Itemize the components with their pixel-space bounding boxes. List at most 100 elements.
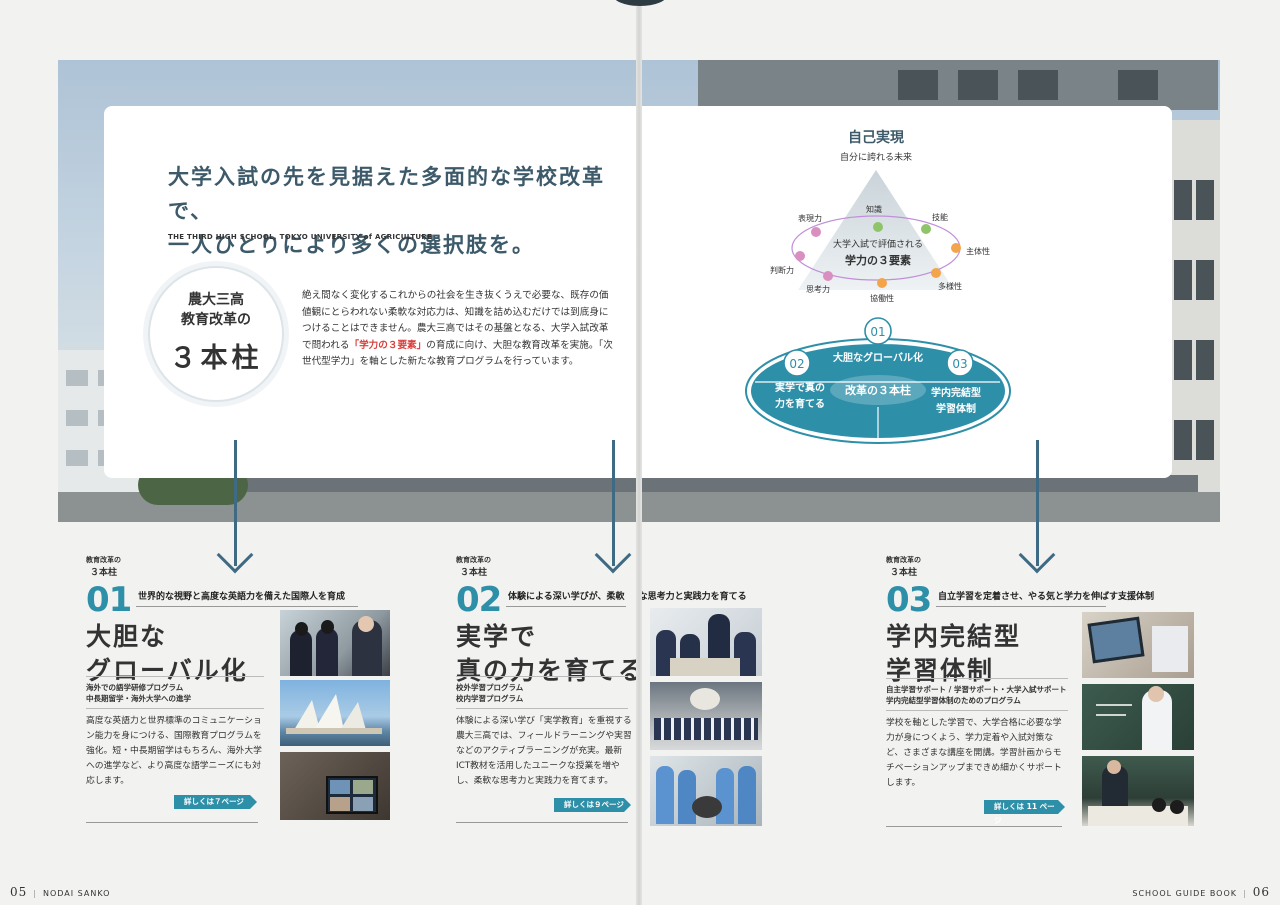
divider	[936, 606, 1106, 607]
divider	[456, 822, 628, 823]
intro-highlight: 「学力の３要素」	[349, 339, 427, 351]
school-name-tag: THE THIRD HIGH SCHOOL, TOKYO UNIVERSITY …	[168, 233, 433, 241]
element-node-dot	[931, 268, 941, 278]
details-link[interactable]: 詳しくは７ページ	[174, 795, 257, 809]
element-node-dot	[873, 222, 883, 232]
pillar-tag: 教育改革の	[886, 556, 921, 564]
program-item: 海外での語学研修プログラム	[86, 683, 184, 692]
intro-part-2: の育成に向け、大胆な教育改革を実施。「次世代型学力」を軸とした新たな教育プログラ…	[302, 339, 613, 368]
binding-ring	[612, 0, 668, 6]
element-node-label: 主体性	[966, 246, 990, 256]
pillar-title-line-2: 学習体制	[886, 656, 995, 685]
details-link[interactable]: 詳しくは９ページ	[554, 798, 631, 812]
oval-top-label: 大胆なグローバル化	[833, 351, 923, 364]
badge-reform-label: 教育改革の	[181, 312, 251, 328]
pillar-tag: 教育改革の	[456, 556, 491, 564]
pillar-subtitle: 自立学習を定着させ、やる気と学力を伸ばす支援体制	[938, 592, 1155, 602]
pillar-02-section: 教育改革の ３本柱 02 体験による深い学びが、柔軟な思考力と実践力を育てる 実…	[456, 556, 776, 826]
element-node-dot	[823, 271, 833, 281]
pillar-tag-sub: ３本柱	[90, 568, 118, 578]
pillar-subtitle: 体験による深い学びが、柔軟な思考力と実践力を育てる	[508, 589, 747, 602]
self-realization-title: 自己実現	[848, 129, 904, 146]
program-list: 海外での語学研修プログラム 中長期留学・海外大学への進学	[86, 682, 191, 704]
footer-guide-name: SCHOOL GUIDE BOOK	[1132, 889, 1238, 898]
badge-pillars-label: ３本柱	[169, 343, 263, 374]
book-gutter	[636, 0, 642, 905]
self-realization-sub: 自分に誇れる未来	[840, 151, 912, 163]
divider	[506, 606, 626, 607]
badge-03-label: 03	[952, 357, 967, 371]
tablet-study-photo	[1082, 612, 1194, 678]
divider	[456, 708, 628, 709]
pillar-subtitle: 世界的な視野と高度な英語力を備えた国際人を育成	[138, 592, 346, 602]
element-node-label: 表現力	[798, 213, 822, 223]
reform-pillars-oval	[745, 338, 1011, 444]
footer-school-name: NODAI SANKO	[42, 889, 111, 898]
pillar-title: 学内完結型 学習体制	[886, 620, 1021, 688]
program-item: 中長期留学・海外大学への進学	[86, 694, 191, 703]
arrow-down-icon	[216, 440, 254, 574]
students-with-teacher-photo	[280, 610, 390, 676]
element-node-label: 判断力	[770, 265, 794, 275]
three-pillars-badge: 農大三高 教育改革の ３本柱	[148, 266, 284, 402]
pillar-body-text: 高度な英語力と世界標準のコミュニケーション能力を身につける、国際教育プログラムを…	[86, 716, 262, 786]
oval-left-line-1: 実学で真の	[775, 381, 825, 394]
oval-left-line-2: 力を育てる	[775, 397, 825, 410]
program-item: 自主学習サポート / 学習サポート・大学入試サポート	[886, 685, 1067, 694]
element-node-dot	[951, 243, 961, 253]
pillar-number: 01	[86, 580, 132, 620]
sydney-opera-house-photo	[280, 680, 390, 746]
page-number-left: 05	[10, 885, 28, 899]
divider	[86, 708, 264, 709]
pillar-title: 実学で 真の力を育てる	[456, 620, 645, 688]
element-node-label: 多様性	[938, 281, 962, 291]
element-node-label: 協働性	[870, 293, 894, 303]
pillar-title: 大胆な グローバル化	[86, 620, 248, 688]
headline-line-2: 一人ひとりにより多くの選択肢を。	[168, 233, 535, 257]
divider	[886, 826, 1062, 827]
pillar-number: 02	[456, 580, 502, 620]
building-upper-facade	[698, 60, 1218, 110]
students-classroom-photo	[650, 608, 762, 676]
footer-right: SCHOOL GUIDE BOOK|06	[1132, 885, 1270, 899]
building-right-wing	[1168, 120, 1220, 522]
badge-01-label: 01	[870, 325, 885, 339]
divider	[86, 822, 258, 823]
teacher-blackboard-photo	[1082, 684, 1194, 750]
pillar-title-line-1: 大胆な	[86, 622, 168, 651]
center-line-1: 大学入試で評価される	[833, 238, 923, 250]
program-item: 学内完結型学習体制のためのプログラム	[886, 696, 1021, 705]
divider	[886, 678, 1068, 679]
online-class-photo	[280, 752, 390, 820]
oval-center-label: 改革の３本柱	[845, 383, 911, 397]
oval-right-line-1: 学内完結型	[931, 386, 981, 399]
badge-03	[946, 349, 974, 377]
element-node-label: 技能	[932, 212, 948, 222]
pillar-tag-sub: ３本柱	[890, 568, 918, 578]
pillar-number: 03	[886, 580, 932, 620]
classroom-lecture-photo	[1082, 756, 1194, 826]
pillar-tag-sub: ３本柱	[460, 568, 488, 578]
details-link[interactable]: 詳しくは 11 ページ	[984, 800, 1065, 825]
pillar-body-text: 体験による深い学び「実学教育」を重視する農大三高では、フィールドラーニングや実習…	[456, 716, 632, 786]
element-node-dot	[795, 251, 805, 261]
education-reform-diagram: 自己実現 自分に誇れる未来 大学入試で評価される 学力の３要素 知識技能主体性多…	[745, 129, 1011, 444]
pillar-title-line-2: 真の力を育てる	[456, 656, 646, 685]
page-headline: 大学入試の先を見据えた多面的な学校改革で、 一人ひとりにより多くの選択肢を。	[168, 160, 628, 262]
element-node-dot	[811, 227, 821, 237]
element-node-dot	[921, 224, 931, 234]
pillar-title-line-1: 学内完結型	[886, 622, 1022, 651]
oval-right-line-2: 学習体制	[936, 402, 976, 415]
divider	[886, 710, 1068, 711]
intro-paragraph: 絶え間なく変化するこれからの社会を生き抜くうえで必要な、既存の価値観にとらわれな…	[302, 288, 614, 371]
footer-left: 05|NODAI SANKO	[10, 885, 111, 899]
program-list: 校外学習プログラム 校内学習プログラム	[456, 682, 523, 704]
element-node-dot	[877, 278, 887, 288]
pillar-title-line-1: 実学で	[456, 622, 538, 651]
badge-01	[864, 317, 892, 345]
program-item: 校外学習プログラム	[456, 683, 524, 692]
page-number-right: 06	[1252, 885, 1270, 899]
group-field-trip-photo	[650, 682, 762, 750]
